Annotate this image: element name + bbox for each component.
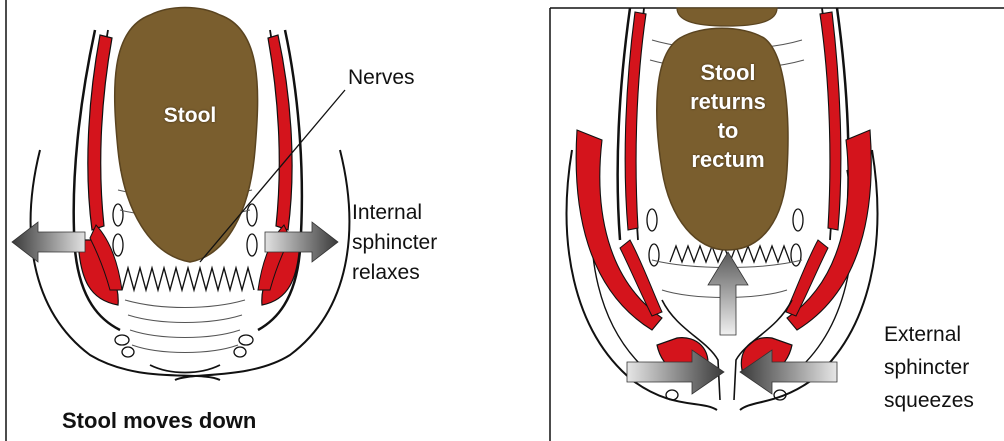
muscle-left-upper: [88, 35, 112, 230]
stool-top-fragment: [677, 8, 777, 26]
internal-sphincter-line: Internal: [352, 198, 437, 228]
muscle-right-upper: [820, 12, 841, 230]
internal-sphincter-line: sphincter: [352, 228, 437, 258]
stool-label: Stool: [140, 104, 240, 128]
nerves-label: Nerves: [348, 66, 415, 90]
external-sphincter-line: squeezes: [884, 384, 974, 417]
external-sphincter-line: External: [884, 318, 974, 351]
stool-returns-label: Stool returns to rectum: [670, 58, 786, 174]
stool-returns-line: returns: [670, 87, 786, 116]
anal-opening: [150, 365, 220, 373]
arrow-upward: [708, 252, 748, 335]
tissue-loops-right: [234, 204, 257, 357]
internal-sphincter-label: Internal sphincter relaxes: [352, 198, 437, 288]
stool-returns-line: Stool: [670, 58, 786, 87]
internal-sphincter-line: relaxes: [352, 258, 437, 288]
muscle-right-upper: [268, 35, 292, 230]
sphincter-fringe: [122, 268, 254, 290]
stool-returns-line: to: [670, 116, 786, 145]
left-panel: Stool Nerves Internal sphincter relaxes …: [0, 0, 502, 441]
muscle-left-upper: [625, 12, 646, 230]
stool-returns-line: rectum: [670, 145, 786, 174]
right-panel: Stool returns to rectum External sphinct…: [502, 0, 1004, 441]
external-sphincter-line: sphincter: [884, 351, 974, 384]
stool-shape: [115, 8, 258, 263]
external-sphincter-label: External sphincter squeezes: [884, 318, 974, 417]
left-caption: Stool moves down: [62, 408, 256, 434]
